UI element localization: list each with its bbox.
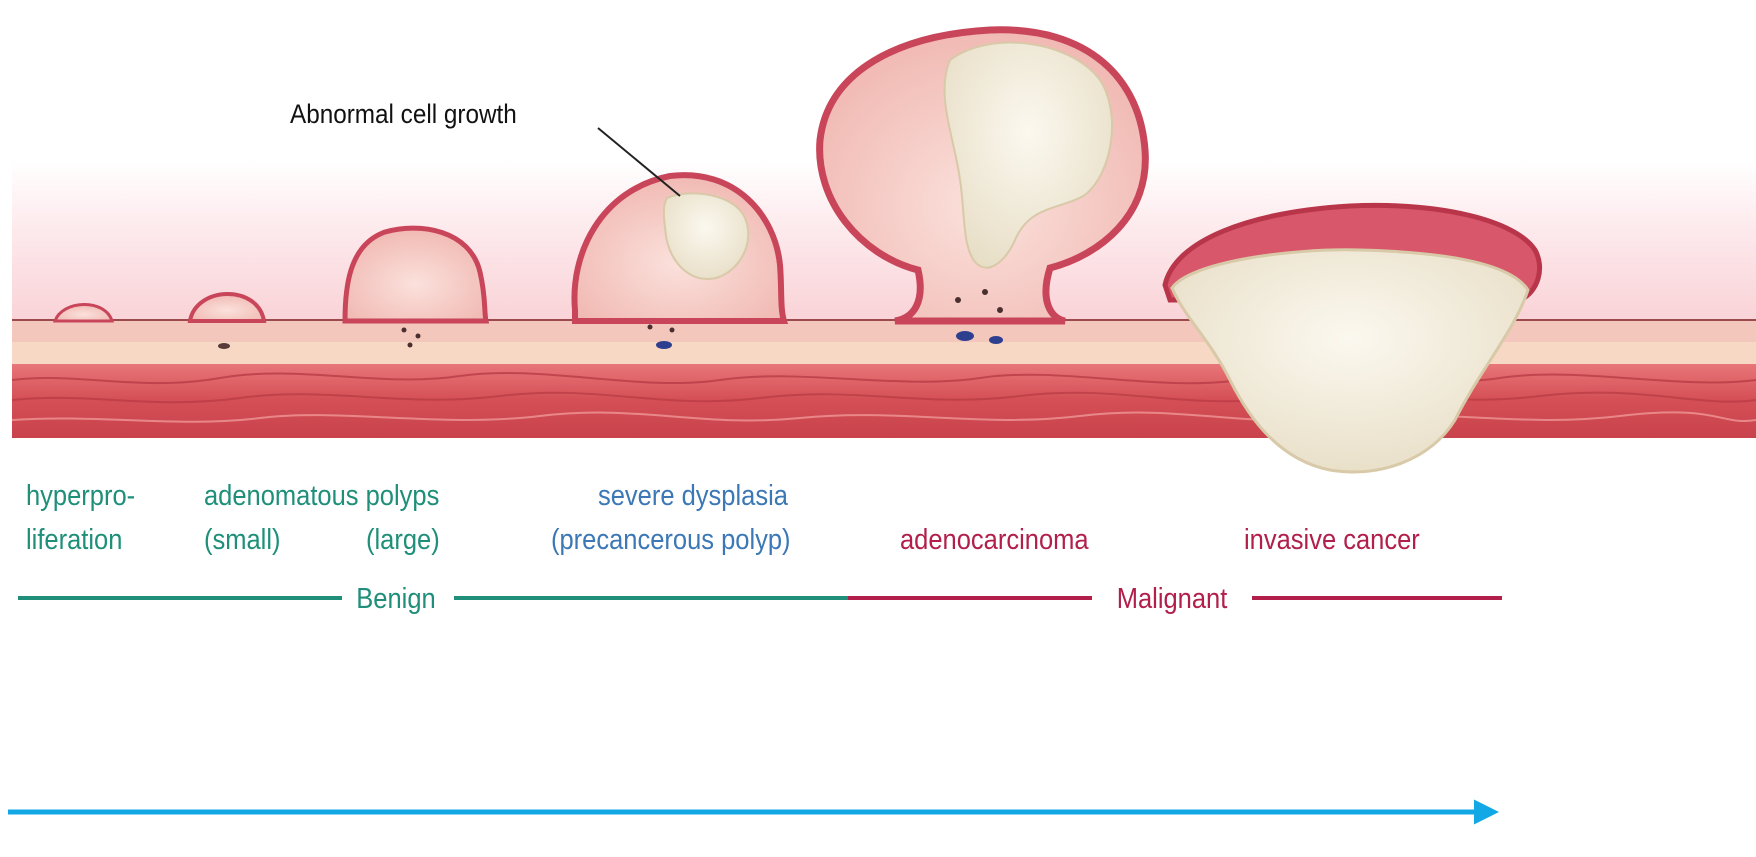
stage-label-adenocarcinoma: adenocarcinoma bbox=[900, 522, 1089, 555]
stage-label-hyperproliferation-line1: hyperpro- bbox=[26, 478, 135, 511]
stage-label-invasive-cancer: invasive cancer bbox=[1244, 522, 1420, 555]
callout-label: Abnormal cell growth bbox=[290, 100, 517, 129]
stage-label-small-polyp: (small) bbox=[204, 522, 281, 555]
stage-label-severe-dysplasia: severe dysplasia bbox=[598, 478, 789, 511]
benign-label: Benign bbox=[356, 581, 435, 614]
malignant-label: Malignant bbox=[1117, 581, 1228, 614]
muscle-layer bbox=[12, 362, 1756, 438]
stage-labels: hyperpro- liferation adenomatous polyps … bbox=[26, 478, 1420, 555]
stage-label-adenomatous-polyps: adenomatous polyps bbox=[204, 478, 439, 511]
stage-label-large-polyp: (large) bbox=[366, 522, 440, 555]
stage-label-hyperproliferation-line2: liferation bbox=[26, 522, 122, 555]
malignant-group: Malignant bbox=[848, 581, 1502, 614]
benign-group: Benign bbox=[18, 581, 848, 614]
stage-label-precancerous-polyp: (precancerous polyp) bbox=[551, 522, 791, 555]
